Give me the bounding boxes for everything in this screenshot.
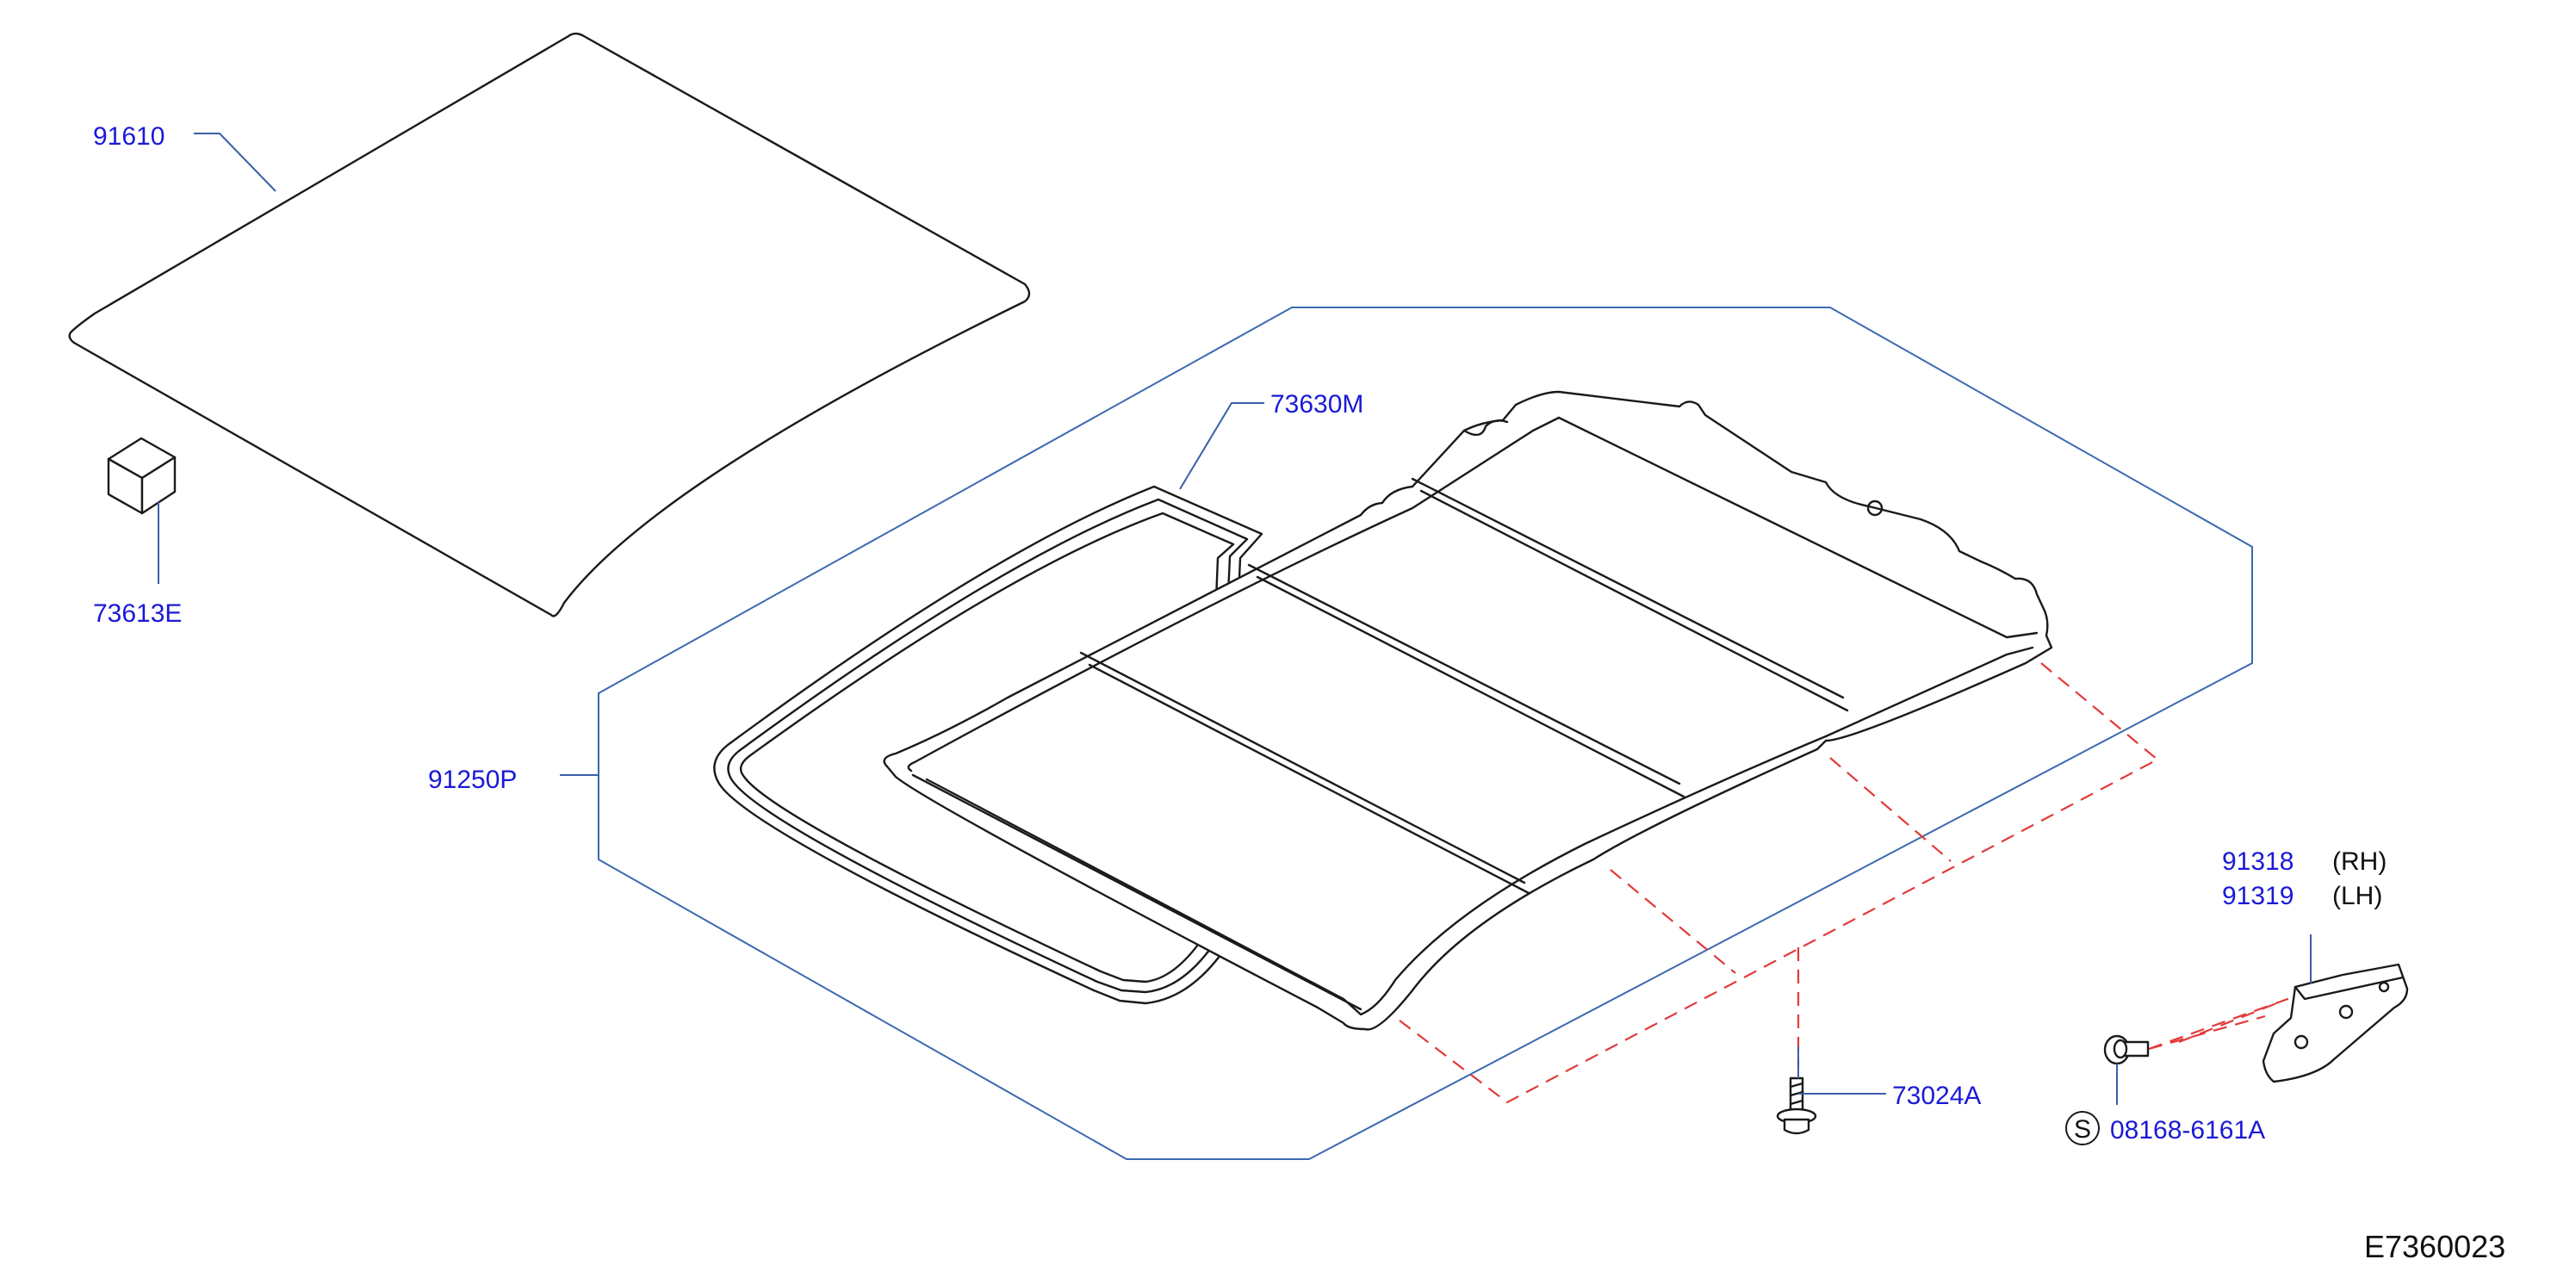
- clip-icon: [107, 437, 177, 515]
- part-label-91610[interactable]: 91610: [93, 122, 164, 151]
- side-note-lh: (LH): [2332, 882, 2382, 910]
- bolt-icon: [1776, 1076, 1817, 1135]
- part-label-08168-6161A[interactable]: 08168-6161A: [2110, 1116, 2265, 1145]
- screw-icon: [2103, 1034, 2150, 1065]
- part-label-91318[interactable]: 91318: [2222, 847, 2294, 876]
- part-label-73613E[interactable]: 73613E: [93, 599, 182, 628]
- leader-73630M: [1179, 402, 1264, 490]
- special-symbol-letter: S: [2074, 1115, 2091, 1144]
- part-label-73024A[interactable]: 73024A: [1892, 1082, 1981, 1110]
- roof-panel-drawing: [68, 32, 1031, 617]
- leader-91610: [194, 133, 276, 192]
- sunroof-frame-drawing: [883, 390, 2053, 1031]
- diagram-id: E7360023: [2364, 1229, 2505, 1264]
- sunroof-seal-drawing: [713, 485, 1263, 1005]
- assembly-group-outline: [598, 307, 2253, 1160]
- part-label-91250P[interactable]: 91250P: [428, 766, 517, 794]
- part-label-91319[interactable]: 91319: [2222, 882, 2294, 910]
- side-note-rh: (RH): [2332, 847, 2387, 876]
- special-symbol-badge: S: [2065, 1111, 2100, 1145]
- bracket-drawing: [2262, 963, 2409, 1083]
- part-label-73630M[interactable]: 73630M: [1270, 390, 1363, 419]
